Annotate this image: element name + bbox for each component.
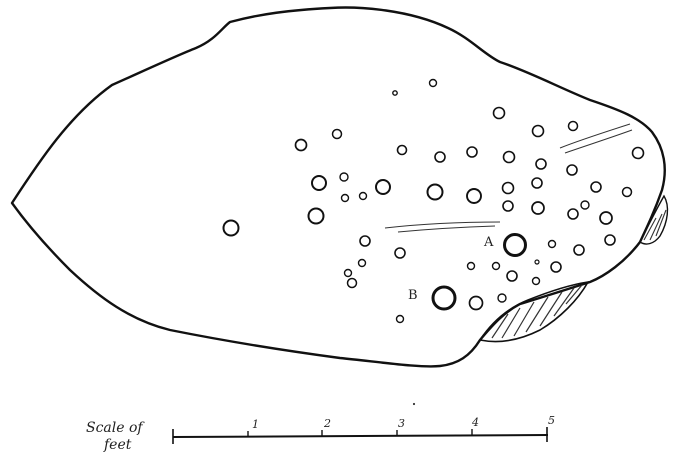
- cup-mark-24: [340, 193, 350, 203]
- cup-mark-51: [395, 314, 405, 324]
- cup-mark-16: [375, 179, 391, 195]
- cup-mark-26: [307, 207, 325, 225]
- cup-mark-14: [311, 175, 327, 191]
- cup-mark-30: [567, 208, 579, 220]
- scale-tick-2: 2: [323, 417, 331, 430]
- cup-mark-44: [343, 268, 353, 278]
- cup-mark-38: [604, 234, 616, 246]
- hatching-right: [643, 209, 667, 241]
- scale-tick-3: 3: [398, 417, 405, 430]
- stone-outline: [10, 6, 666, 368]
- cup-mark-12: [535, 158, 547, 170]
- cup-mark-21: [566, 164, 578, 176]
- scale-title: Scale of: [86, 420, 145, 436]
- mark-label-b: B: [408, 288, 418, 303]
- broken-edge-lower: [478, 280, 590, 343]
- cup-mark-37: [573, 244, 585, 256]
- cup-marks: [222, 78, 645, 324]
- cup-a-mark: [503, 233, 527, 257]
- cup-mark-2: [392, 90, 398, 96]
- cup-mark-36: [547, 239, 557, 249]
- cup-mark-31: [580, 200, 590, 210]
- cup-mark-5: [294, 138, 308, 152]
- cup-mark-43: [550, 261, 562, 273]
- scale-tick-1: 1: [252, 418, 259, 431]
- cup-mark-50: [497, 293, 507, 303]
- cup-mark-46: [531, 276, 541, 286]
- stray-dot: [412, 402, 416, 406]
- cup-mark-35: [394, 247, 406, 259]
- groove-lines: [384, 123, 633, 233]
- cup-mark-19: [501, 181, 515, 195]
- scale-line: [172, 434, 549, 438]
- cup-mark-6: [531, 124, 545, 138]
- scale-unit: feet: [103, 437, 132, 453]
- cup-mark-9: [434, 151, 446, 163]
- cup-mark-20: [531, 177, 543, 189]
- cup-mark-17: [426, 183, 444, 201]
- cup-mark-8: [396, 144, 408, 156]
- cup-mark-25: [358, 191, 368, 201]
- cup-mark-15: [339, 172, 349, 182]
- cup-mark-3: [492, 106, 506, 120]
- broken-edge-right: [639, 194, 669, 245]
- hatching-lower: [491, 284, 583, 339]
- cup-mark-13: [631, 146, 645, 160]
- cup-mark-1: [428, 78, 438, 88]
- cup-b-mark: [431, 285, 457, 311]
- cup-mark-40: [466, 261, 476, 271]
- cup-mark-4: [331, 128, 343, 140]
- cup-mark-11: [502, 150, 516, 164]
- scale-tick-4: 4: [471, 416, 479, 429]
- scale-bar: Scale of feet 1 2 3 4 5: [86, 414, 555, 453]
- cup-mark-45: [506, 270, 518, 282]
- cup-mark-41: [491, 261, 501, 271]
- scale-tick-marks: [247, 429, 473, 437]
- cup-mark-29: [531, 201, 545, 215]
- cup-mark-34: [359, 235, 371, 247]
- cup-mark-23: [621, 186, 633, 198]
- cup-mark-28: [502, 200, 514, 212]
- cup-mark-27: [222, 219, 240, 237]
- cup-mark-18: [466, 188, 482, 204]
- cup-mark-39: [357, 258, 367, 268]
- cup-mark-49: [468, 295, 484, 311]
- cup-mark-7: [567, 120, 579, 132]
- cup-mark-22: [590, 181, 602, 193]
- cup-mark-32: [599, 211, 613, 225]
- cup-mark-10: [466, 146, 478, 158]
- cup-mark-42: [534, 259, 540, 265]
- cup-mark-47: [346, 277, 358, 289]
- mark-label-a: A: [483, 235, 494, 250]
- scale-tick-5: 5: [548, 414, 555, 427]
